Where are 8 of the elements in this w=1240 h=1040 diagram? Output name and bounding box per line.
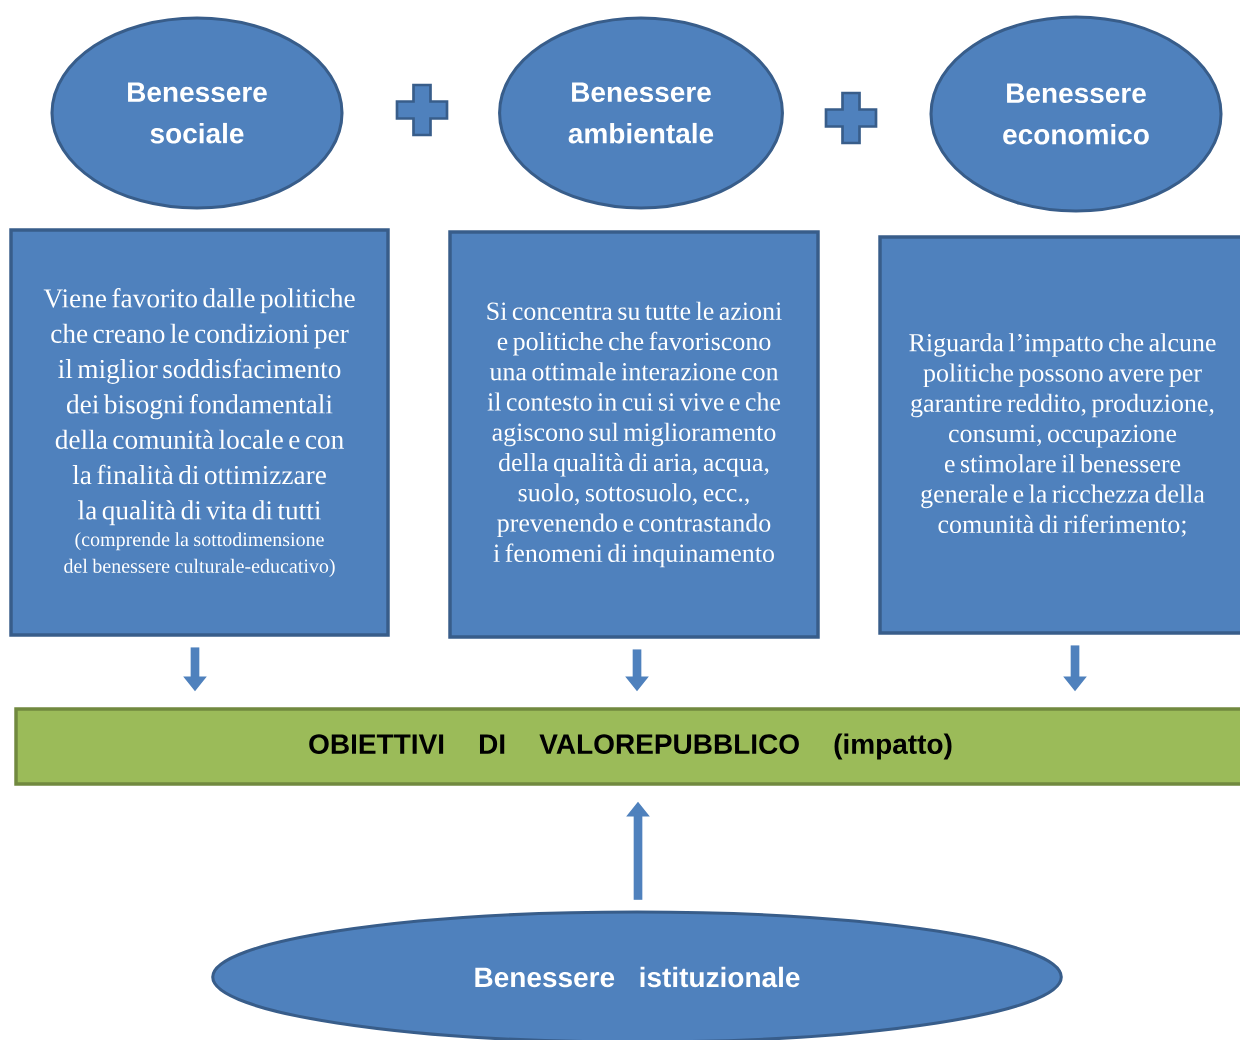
ellipse-node: Benessere istituzionale — [211, 910, 1063, 1040]
ellipse-node: Benessere sociale — [50, 16, 344, 210]
description-box: Viene favorito dalle politiche che creano le condizioni per il miglior soddisfacimento dei bisogni fondamentali della comunità locale e con la finalità di ottimizzare la qualità di vita di tutti (comprende la sottodimensione del benessere culturale-educativo) — [9, 228, 390, 637]
objectives-bar: OBIETTIVI DI VALOREPUBBLICO (impatto) — [14, 707, 1240, 786]
description-box: Riguarda l’impatto che alcune politiche possono avere per garantire reddito, produzione, consumi, occupazione e stimolare il benessere generale e la ricchezza della comunità di riferimento; — [878, 235, 1240, 635]
ellipse-node: Benessere ambientale — [498, 16, 784, 210]
description-box: Si concentra su tutte le azioni e politiche che favoriscono una ottimale interazione con il contesto in cui si vive e che agiscono sul miglioramento della qualità di aria, acqua, suolo, sottosuolo, ecc., prevenendo e contrastando i fenomeni di inquinamento — [448, 230, 820, 639]
ellipse-node: Benessere economico — [929, 15, 1223, 213]
